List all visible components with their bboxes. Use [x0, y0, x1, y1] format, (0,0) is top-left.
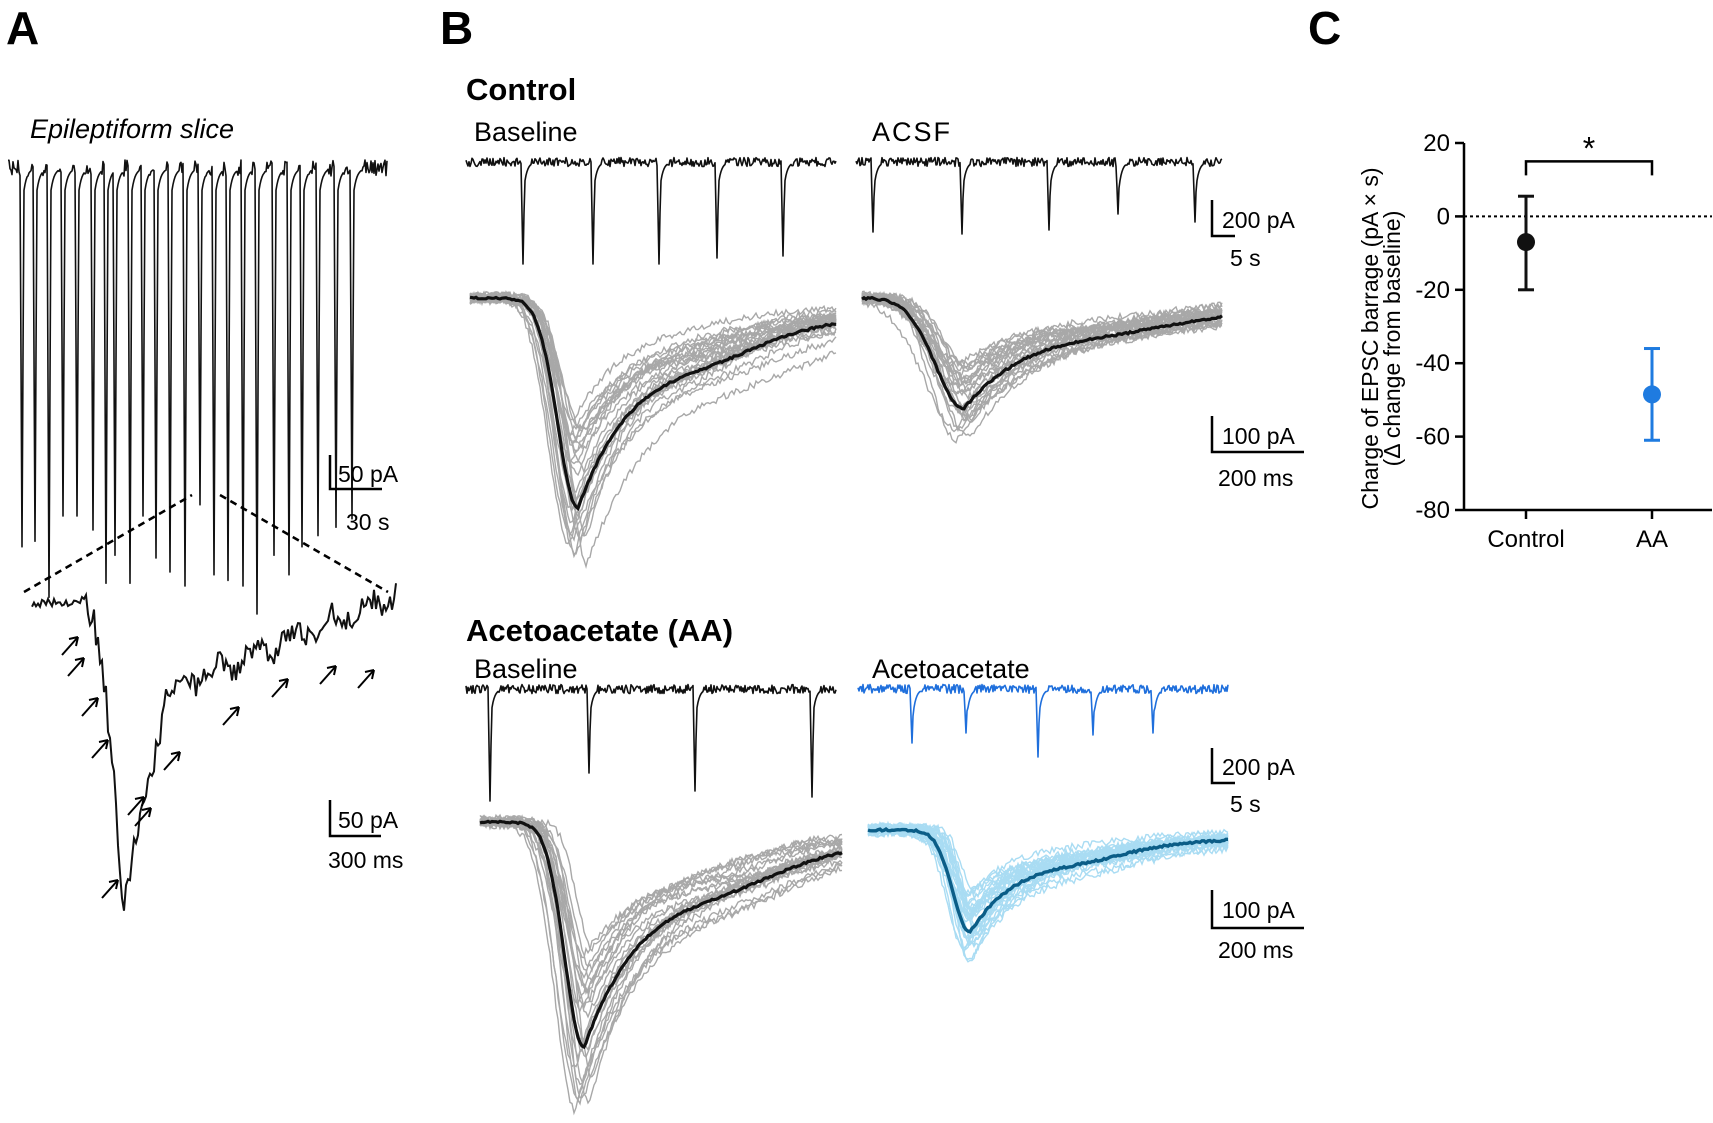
scale-a-top-amp: 50 pA — [338, 461, 399, 487]
aa-acetoacetate-spikes — [857, 683, 1229, 758]
spike-trace-a — [8, 159, 388, 615]
control-baseline-sweep — [469, 291, 837, 518]
aa-baseline-sweep — [479, 819, 843, 1106]
aa-acetoacetate-overlay — [867, 820, 1229, 963]
control-acsf-overlay — [861, 290, 1223, 444]
aa-acetoacetate-label: Acetoacetate — [872, 654, 1030, 684]
y-tick-label: -60 — [1415, 424, 1450, 451]
aa-baseline-sweep — [479, 819, 843, 973]
aa-baseline-sweep — [479, 813, 843, 980]
scale-aa-top-amp: 200 pA — [1222, 754, 1296, 780]
zoomed-barrage-trace — [31, 583, 397, 911]
control-acsf-sweep — [861, 295, 1223, 422]
aa-baseline-sweep — [479, 815, 843, 1078]
aa-baseline-sweep — [479, 817, 843, 1105]
aa-baseline-mean — [479, 819, 843, 1050]
y-tick-label: -20 — [1415, 277, 1450, 304]
control-baseline-spikes — [465, 156, 837, 265]
arrow-icon — [127, 796, 145, 816]
x-tick-label: AA — [1636, 526, 1668, 553]
significance-star: * — [1583, 130, 1595, 166]
panel-b-label: B — [440, 2, 473, 54]
control-acsf-trace — [855, 156, 1223, 235]
control-baseline-label: Baseline — [474, 117, 578, 147]
control-baseline-trace — [465, 156, 837, 265]
arrow-icon — [163, 751, 181, 771]
data-point — [1643, 385, 1661, 404]
arrow-icon — [357, 669, 375, 689]
control-acsf-spikes — [855, 156, 1223, 235]
control-baseline-sweep — [469, 292, 837, 431]
x-tick-label: Control — [1487, 526, 1564, 553]
zoom-trace — [31, 583, 397, 911]
aa-baseline-trace — [465, 683, 837, 802]
scale-bar-aa-top — [1210, 748, 1235, 785]
scale-control-top-time: 5 s — [1230, 245, 1261, 271]
arrow-icon — [91, 739, 109, 759]
control-acsf-mean — [861, 295, 1223, 411]
control-baseline-sweep — [469, 294, 837, 555]
y-tick-label: 20 — [1423, 130, 1450, 157]
arrow-icon — [222, 706, 240, 726]
control-baseline-sweep — [469, 296, 837, 542]
aa-acetoacetate-mean — [867, 827, 1228, 935]
event-arrows — [61, 636, 375, 899]
zoom-lines — [23, 493, 389, 594]
control-baseline-mean — [469, 295, 837, 511]
control-acsf-sweep — [861, 294, 1223, 417]
scale-a-bottom-amp: 50 pA — [338, 807, 399, 833]
scale-a-bottom-time: 300 ms — [328, 847, 403, 873]
aa-acetoacetate-trace — [857, 683, 1229, 758]
aa-baseline-overlay — [479, 813, 843, 1116]
scale-aa-top-time: 5 s — [1230, 791, 1261, 817]
scale-control-top-amp: 200 pA — [1222, 207, 1296, 233]
aa-baseline-spikes — [465, 683, 837, 802]
arrow-icon — [67, 657, 85, 677]
slice-label: Epileptiform slice — [30, 114, 234, 144]
scale-bar-control-top — [1210, 200, 1235, 238]
panel-a-label: A — [6, 2, 39, 54]
aa-baseline-sweep — [479, 815, 843, 1103]
y-axis-label: Charge of EPSC barrage (pA × s) — [1357, 168, 1383, 510]
arrow-icon — [101, 879, 119, 899]
scale-bar-aa-bottom — [1210, 890, 1304, 930]
control-baseline-sweep — [469, 295, 837, 512]
scale-bar-control-bottom — [1210, 416, 1304, 454]
control-baseline-overlay — [469, 290, 837, 570]
arrow-icon — [271, 678, 289, 698]
y-axis-label-sub: (Δ change from baseline) — [1379, 211, 1405, 467]
aa-acetoacetate-sweep — [867, 829, 1229, 955]
scale-bar-a-top — [328, 455, 382, 491]
epileptiform-trace — [8, 159, 388, 615]
aa-baseline-label: Baseline — [474, 654, 578, 684]
arrow-icon — [81, 697, 99, 717]
scale-aa-bottom-time: 200 ms — [1218, 937, 1293, 963]
arrow-icon — [319, 665, 337, 685]
arrow-icon — [134, 807, 152, 827]
scale-aa-bottom-amp: 100 pA — [1222, 897, 1296, 923]
data-point — [1517, 233, 1535, 252]
significance-bracket — [1524, 160, 1654, 176]
scale-control-bottom-amp: 100 pA — [1222, 423, 1296, 449]
control-acsf-label: ACSF — [872, 117, 952, 147]
y-tick-label: 0 — [1437, 203, 1450, 230]
aa-baseline-sweep — [479, 816, 843, 1099]
aa-acetoacetate-sweep — [867, 822, 1229, 944]
scale-a-top-time: 30 s — [346, 509, 389, 535]
panel-c-label: C — [1308, 2, 1341, 54]
aa-acetoacetate-sweep — [867, 829, 1229, 963]
arrow-icon — [61, 636, 79, 656]
aa-baseline-sweep — [479, 819, 843, 1059]
control-title: Control — [466, 72, 576, 107]
scale-control-bottom-time: 200 ms — [1218, 465, 1293, 491]
control-acsf-sweep — [861, 293, 1223, 412]
scale-bar-a-bottom — [328, 800, 381, 838]
aa-title: Acetoacetate (AA) — [466, 613, 733, 648]
y-tick-label: -80 — [1415, 497, 1450, 524]
y-tick-label: -40 — [1415, 350, 1450, 377]
control-acsf-sweep — [861, 297, 1223, 379]
